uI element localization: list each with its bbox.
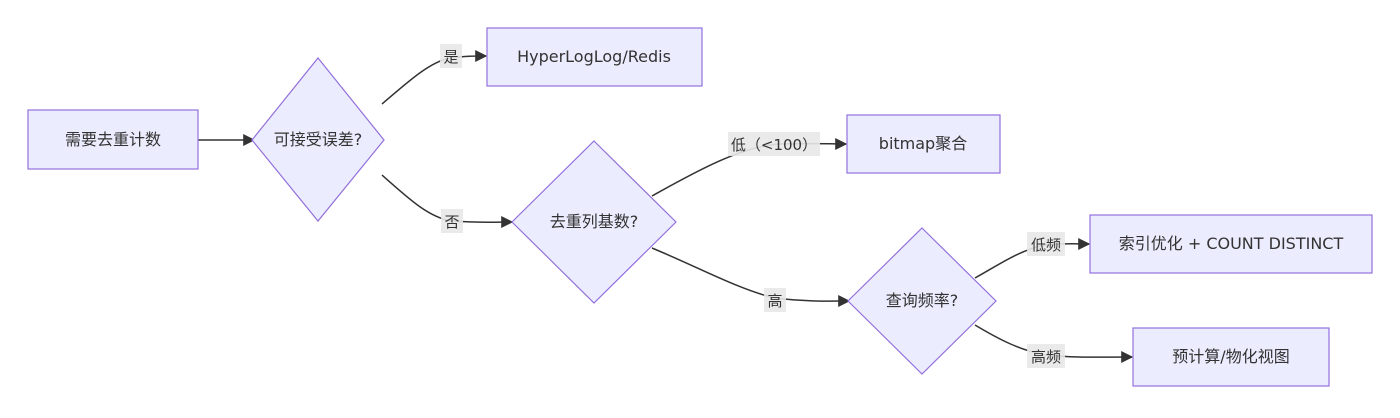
edge-label-no: 否	[441, 209, 463, 233]
edge-label-no-text: 否	[444, 213, 459, 231]
node-precompute-label: 预计算/物化视图	[1172, 347, 1289, 366]
node-bitmap: bitmap聚合	[846, 114, 1001, 174]
edge-label-yes-text: 是	[443, 48, 458, 66]
node-accept-error-label: 可接受误差?	[274, 130, 363, 149]
node-hll-label: HyperLogLog/Redis	[517, 47, 671, 66]
edge-label-low-cardinality-text: 低（<100）	[731, 136, 817, 154]
node-start: 需要去重计数	[27, 109, 199, 170]
edge-label-low-frequency: 低频	[1027, 232, 1065, 256]
edge-high-to-frequency	[651, 247, 851, 308]
edge-label-high-cardinality: 高	[764, 288, 786, 312]
nodes: 需要去重计数 可接受误差? HyperLogLog/Redis 去重列基数? b…	[27, 27, 1373, 387]
node-precompute: 预计算/物化视图	[1132, 327, 1330, 387]
node-hll: HyperLogLog/Redis	[486, 27, 703, 87]
edge-label-high-frequency-text: 高频	[1031, 348, 1061, 366]
edge-labels: 是 否 低（<100） 高 低频 高频	[440, 44, 1065, 368]
edge-label-yes: 是	[440, 44, 462, 68]
edge-label-high-cardinality-text: 高	[767, 292, 782, 310]
node-frequency: 查询频率?	[847, 227, 997, 375]
node-bitmap-label: bitmap聚合	[879, 134, 967, 153]
edge-label-low-frequency-text: 低频	[1031, 236, 1061, 254]
edge-label-low-cardinality: 低（<100）	[728, 132, 820, 156]
node-cardinality: 去重列基数?	[511, 140, 677, 304]
node-start-label: 需要去重计数	[65, 130, 161, 149]
node-frequency-label: 查询频率?	[886, 291, 959, 310]
node-accept-error: 可接受误差?	[251, 57, 385, 222]
node-cardinality-label: 去重列基数?	[550, 212, 639, 231]
edge-label-high-frequency: 高频	[1027, 344, 1065, 368]
edge-yes-to-hll	[381, 50, 488, 105]
node-index-label: 索引优化 + COUNT DISTINCT	[1119, 234, 1344, 253]
node-index: 索引优化 + COUNT DISTINCT	[1089, 214, 1373, 274]
